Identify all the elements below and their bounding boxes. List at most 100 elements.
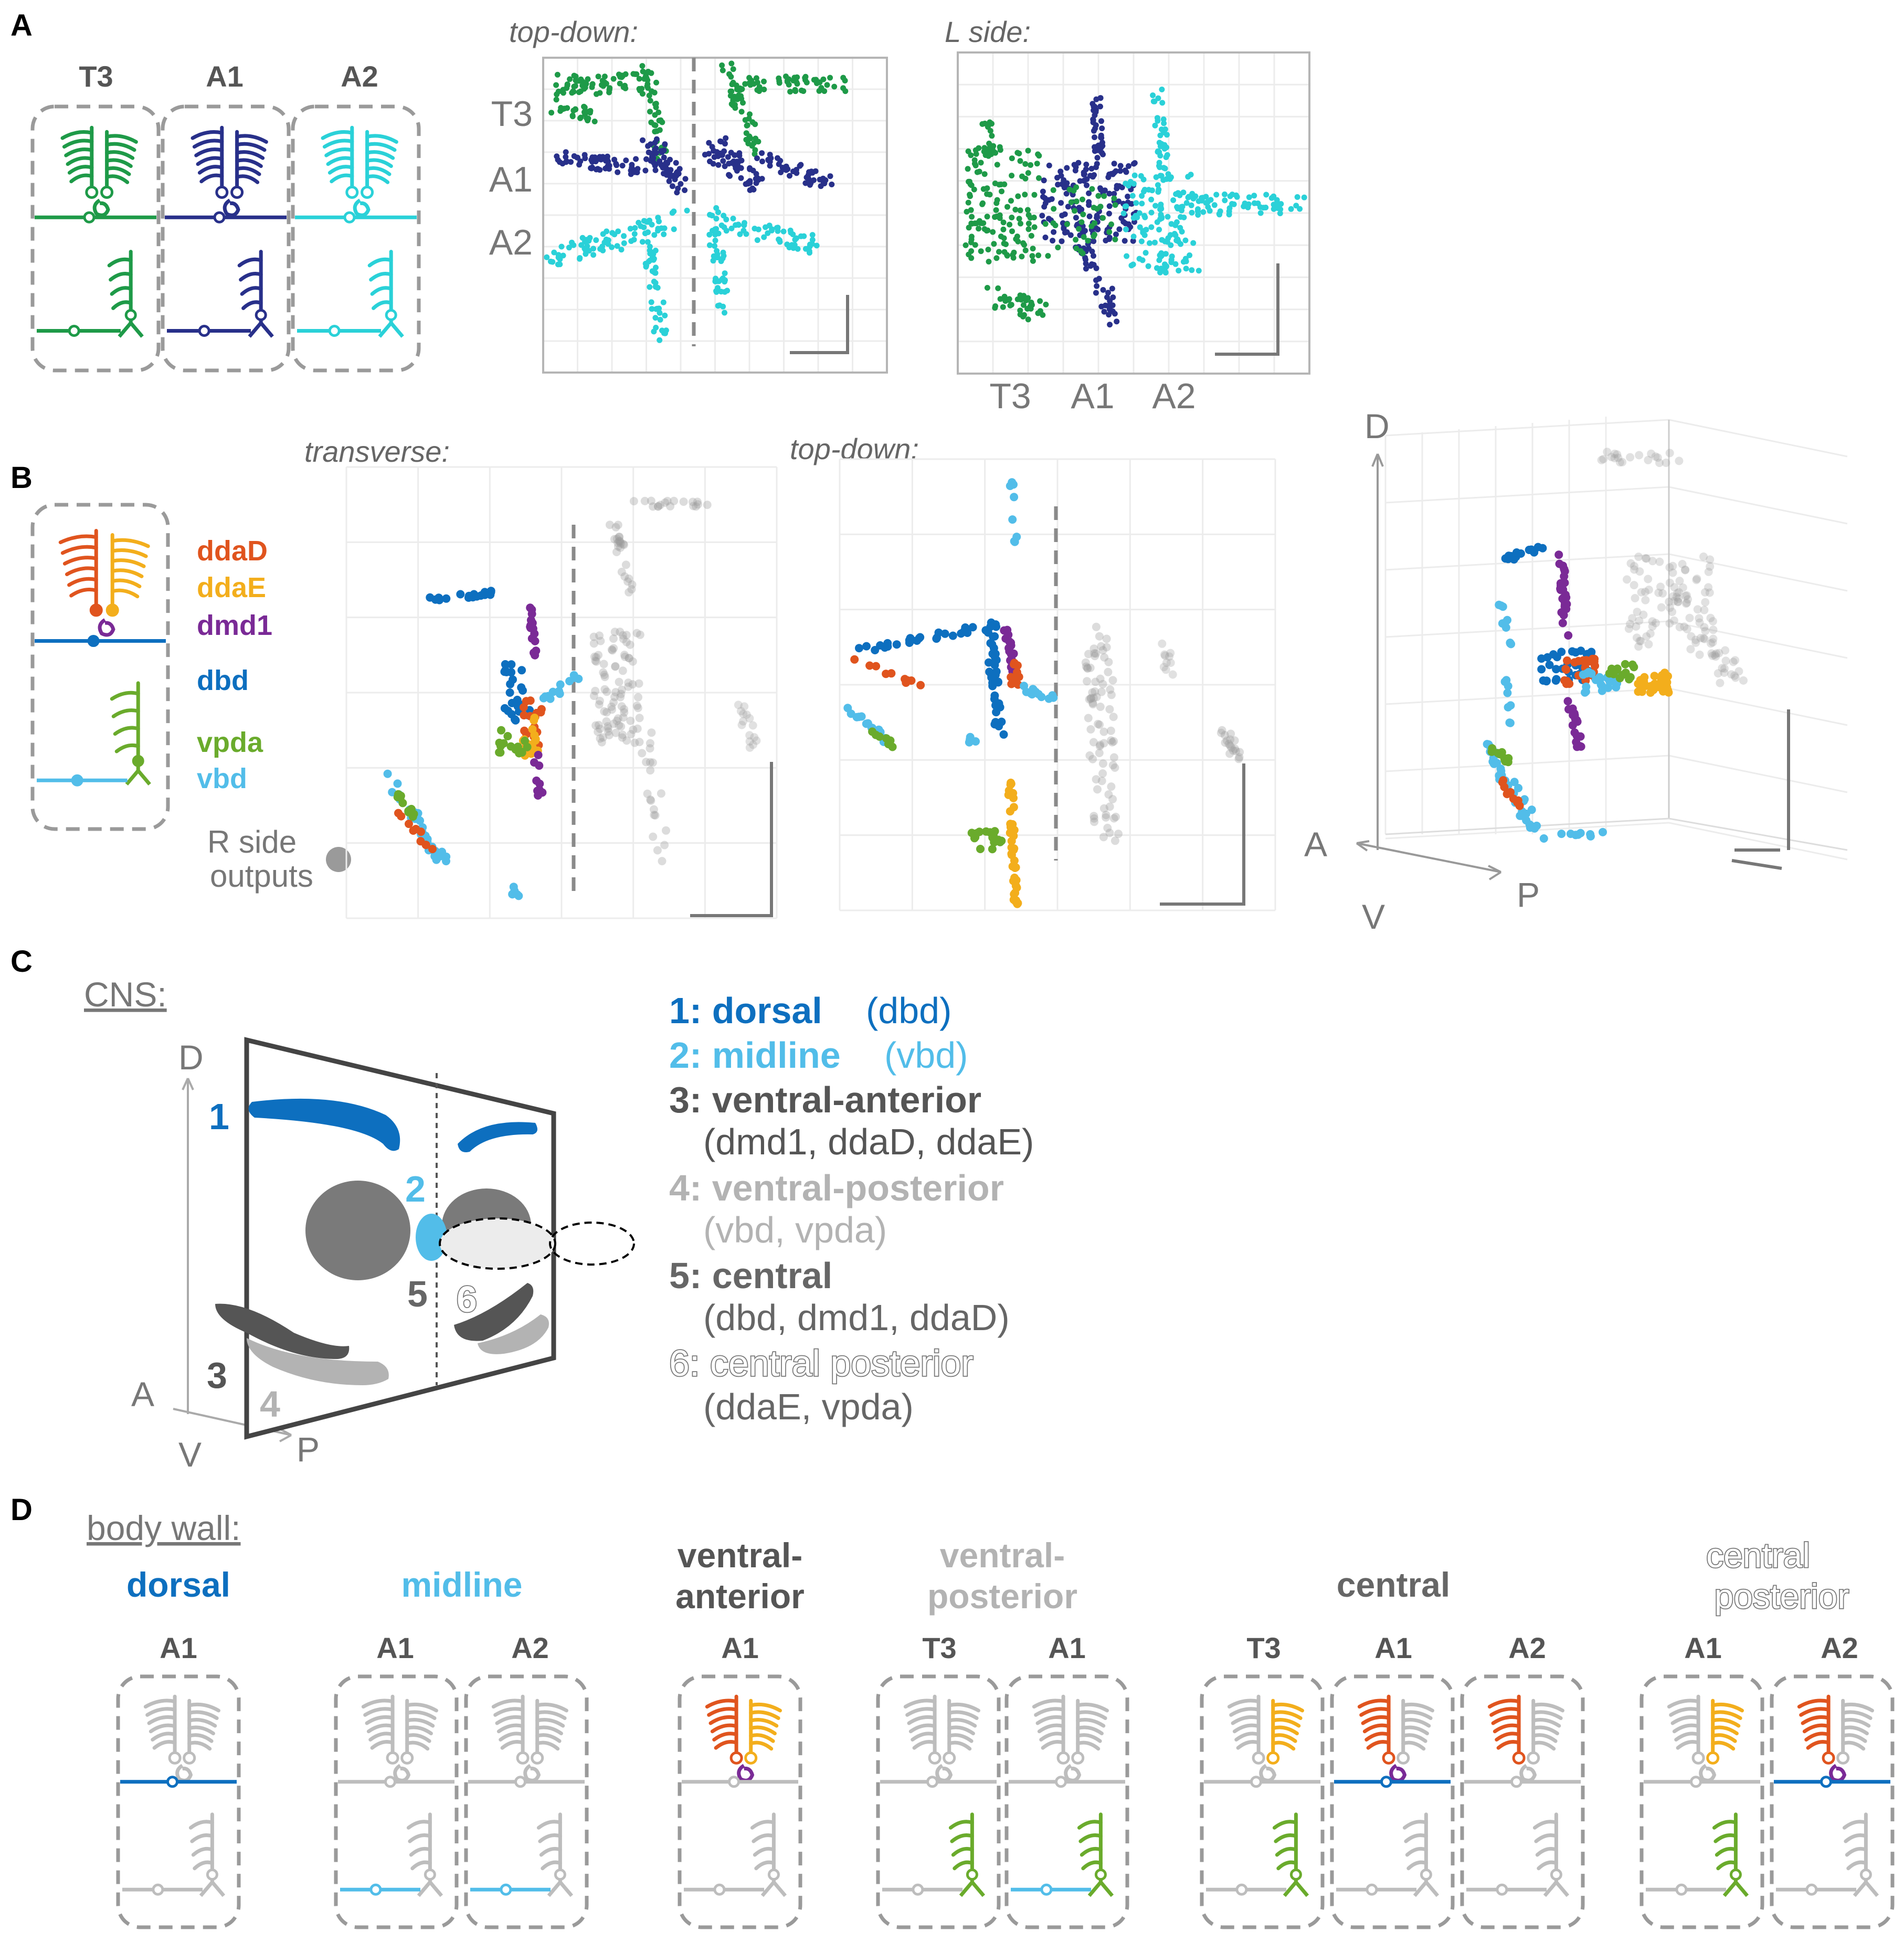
neuron-output-point	[1196, 268, 1202, 274]
neuron-output-point	[1552, 675, 1561, 684]
dendrite-branch	[947, 1710, 979, 1721]
neuron-output-point	[990, 827, 999, 836]
neuron-output-point	[1656, 582, 1665, 591]
neuron-output-point	[577, 158, 584, 164]
dendrite-branch	[707, 1707, 738, 1717]
neuron-output-point	[679, 497, 688, 506]
region-2-midline	[416, 1214, 447, 1261]
neuron-output-point	[1138, 238, 1145, 245]
neuron-output-point	[986, 259, 992, 265]
neuron-output-point	[730, 97, 736, 103]
neuron-output-point	[667, 156, 673, 163]
neuron-output-point	[1171, 231, 1178, 237]
neuron-output-point	[809, 232, 816, 238]
soma	[713, 1883, 726, 1896]
soma	[1266, 1751, 1280, 1765]
neuron-output-point	[629, 164, 635, 171]
dendrite-branch	[1076, 1710, 1107, 1721]
neuron-output-point	[1730, 671, 1739, 680]
dendrite-branch	[365, 174, 390, 184]
neuron-output-point	[1010, 856, 1019, 865]
dendrite-branch	[1674, 1732, 1700, 1742]
neuron-output-point	[1708, 617, 1717, 625]
neuron-output-point	[663, 161, 670, 167]
dmd1-process	[175, 1764, 193, 1782]
neuron-output-point	[571, 153, 577, 159]
neuron-output-point	[1091, 205, 1097, 211]
neuron-output-point	[1105, 802, 1114, 811]
soma	[215, 185, 229, 199]
neuron-output-point	[646, 758, 654, 767]
neuron-output-point	[1685, 613, 1694, 622]
neuron-output-point	[727, 93, 734, 99]
central-posterior-segment-a2: A2	[1821, 1631, 1858, 1664]
neuron-output-point	[581, 103, 587, 110]
neuron-output-point	[1111, 195, 1117, 201]
neuron-output-point	[1615, 674, 1624, 683]
neuron-output-point	[605, 241, 611, 247]
neuron-output-point	[827, 75, 833, 81]
dendrite-branch	[321, 130, 354, 140]
group-title-central: central	[1337, 1565, 1450, 1604]
neuron-output-point	[618, 247, 625, 253]
neuron-output-point	[1110, 763, 1119, 772]
neuron-output-point	[612, 716, 621, 725]
neuron-output-point	[1584, 667, 1593, 676]
dendrite-branch	[405, 1702, 438, 1713]
neuron-output-point	[650, 811, 659, 820]
neuron-output-point	[1102, 811, 1110, 820]
neuron-output-point	[1008, 478, 1017, 487]
neuron-output-point	[1632, 633, 1641, 642]
neuron-output-point	[1668, 561, 1677, 570]
neuron-output-point	[775, 225, 781, 231]
neuron-output-point	[1030, 246, 1036, 252]
neuron-output-point	[1635, 451, 1644, 460]
panel-a-top-down-title: top-down:	[509, 15, 638, 48]
dendrite-branch	[113, 726, 140, 736]
neuron-output-point	[628, 171, 634, 177]
dendrite-branch	[947, 1740, 972, 1751]
neuron-output-point	[1001, 634, 1010, 643]
neuron-output-point	[658, 117, 664, 123]
soma	[966, 1868, 978, 1881]
neuron-output-point	[1103, 823, 1112, 832]
neuron-output-point	[616, 543, 625, 552]
neuron-output-point	[1683, 625, 1691, 633]
neuron-output-point	[739, 717, 748, 726]
neuron-output-point	[1545, 661, 1554, 670]
neuron-output-point	[1530, 548, 1539, 557]
soma	[213, 211, 226, 224]
neuron-output-point	[648, 299, 654, 305]
dendrite-branch	[409, 1846, 432, 1857]
neuron-output-point	[1218, 726, 1226, 735]
dendrite-branch	[365, 142, 397, 152]
neuron-output-point	[1022, 687, 1031, 696]
neuron-output-point	[1092, 134, 1097, 141]
soma	[255, 309, 267, 321]
neuron-output-point	[786, 81, 792, 88]
soma	[1382, 1751, 1395, 1765]
neuron-output-point	[1088, 700, 1097, 709]
neuron-output-point	[635, 738, 644, 747]
neuron-output-point	[521, 736, 529, 745]
neuron-output-point	[661, 225, 668, 231]
neuron-output-point	[721, 213, 727, 219]
dendrite-branch	[405, 1733, 431, 1743]
neuron-output-point	[1117, 163, 1124, 169]
segment-outline	[30, 503, 170, 831]
neuron-output-point	[1140, 228, 1146, 234]
neuron-output-point	[1653, 453, 1662, 462]
neuron-output-point	[1095, 632, 1104, 641]
neuron-output-point	[1100, 151, 1106, 157]
neuron-output-point	[1681, 565, 1689, 574]
panel-letter-d: D	[10, 1493, 33, 1527]
neuron-output-point	[1607, 452, 1616, 461]
neuron-output-point	[734, 162, 741, 168]
neuron-output-point	[507, 660, 516, 669]
neuron-output-point	[1131, 172, 1138, 178]
neuron-output-point	[1009, 155, 1015, 162]
neuron-output-point	[1691, 638, 1700, 647]
neuron-output-point	[1155, 148, 1161, 155]
group-title-central-posterior-2: posterior	[1715, 1577, 1849, 1616]
neuron-output-point	[1058, 200, 1064, 206]
